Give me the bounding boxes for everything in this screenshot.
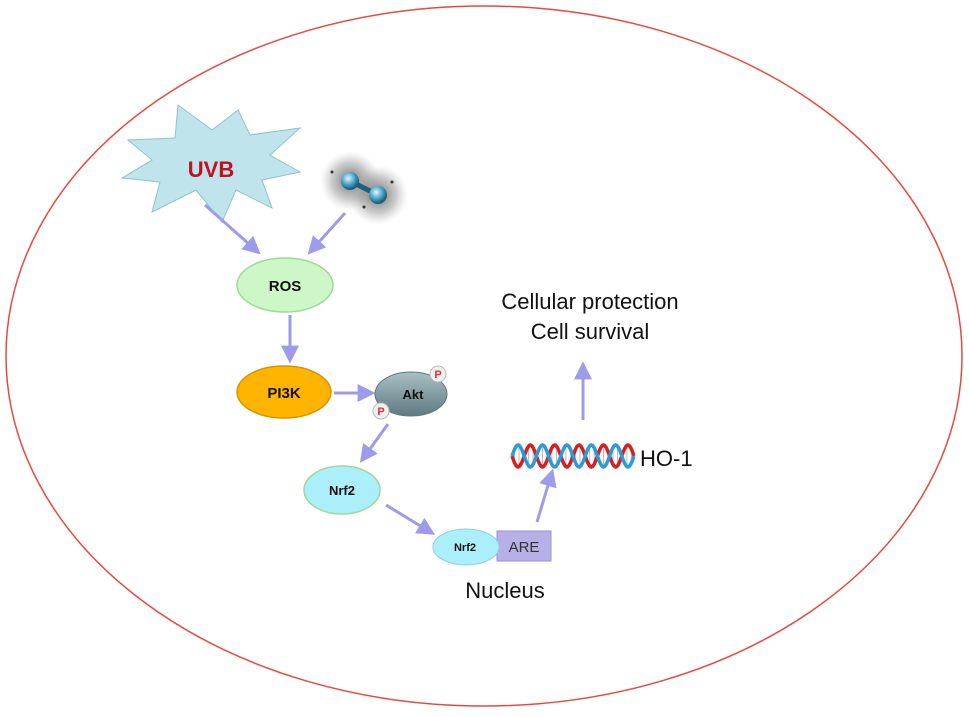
nrf2-label: Nrf2 (329, 483, 355, 498)
nrf2-are-complex: ARE Nrf2 (432, 528, 552, 566)
gene-label: HO-1 (640, 446, 693, 471)
ros-node: ROS (236, 257, 334, 313)
uvb-label: UVB (188, 157, 234, 182)
svg-text:P: P (377, 406, 384, 418)
outcome-line-1: Cellular protection (501, 289, 679, 314)
arrow-molecule-ros (307, 211, 347, 255)
nrf2-nuclear-label: Nrf2 (454, 542, 476, 554)
akt-node: Akt P P (372, 365, 448, 420)
molecule-icon (320, 151, 408, 225)
pi3k-node: PI3K (236, 365, 332, 419)
are-box (496, 530, 552, 562)
arrow-nrf2-nucleus (385, 503, 436, 535)
phospho-top: P (429, 365, 447, 383)
outcome-text: Cellular protection Cell survival (430, 287, 750, 347)
outcome-line-2: Cell survival (530, 319, 650, 344)
uvb-burst: UVB (120, 104, 302, 223)
dna-strand (510, 443, 636, 469)
svg-text:P: P (434, 369, 441, 381)
nrf2-node: Nrf2 (303, 465, 381, 515)
akt-label: Akt (403, 387, 425, 402)
arrow-are-gene (535, 468, 557, 523)
cell-membrane (5, 5, 963, 707)
ros-label: ROS (269, 278, 302, 295)
arrow-akt-nrf2 (359, 423, 390, 463)
arrow-uvb-ros (204, 203, 261, 255)
dna-helix-icon (510, 443, 636, 469)
phospho-bottom: P (372, 402, 390, 420)
are-label: ARE (509, 539, 540, 556)
nucleus-label: Nucleus (465, 578, 545, 603)
pi3k-label: PI3K (267, 385, 301, 402)
arrows (204, 203, 592, 535)
